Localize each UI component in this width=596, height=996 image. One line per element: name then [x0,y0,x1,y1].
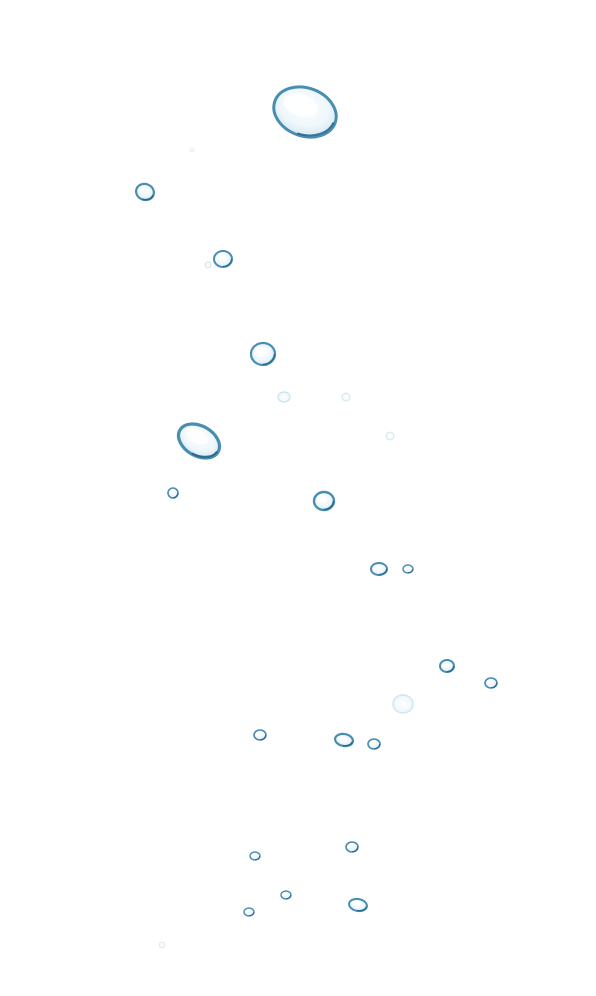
droplet-rim-shadow [259,734,267,741]
water-droplet [277,391,291,403]
droplet-body [277,391,291,403]
droplet-highlight [316,495,328,504]
droplet-rim-shadow [446,665,455,673]
droplet-rim-shadow [248,911,255,917]
droplet-highlight [216,253,227,261]
droplet-rim-shadow [407,568,414,574]
water-droplet [367,738,381,750]
droplet-highlight [369,740,377,746]
water-droplet [176,422,222,460]
water-droplet [341,392,351,402]
droplet-rim-shadow [378,568,388,576]
droplet-body [385,431,395,441]
droplet-body [341,392,351,402]
water-droplet [204,261,212,269]
droplet-rim-shadow [296,121,335,137]
droplet-body [189,147,195,153]
droplet-highlight [245,909,251,913]
droplet-highlight [486,679,494,685]
water-droplet [484,677,498,689]
droplet-body [158,941,166,949]
water-droplet [385,431,395,441]
droplet-highlight [254,346,268,357]
droplet-highlight [337,735,348,742]
droplet-highlight [347,843,355,849]
droplet-rim-shadow [490,682,498,689]
droplet-rim-shadow [222,258,233,268]
water-droplet [280,890,292,900]
droplet-body [392,694,414,714]
droplet-rim-shadow [342,741,354,747]
droplet-rim-shadow [351,846,359,853]
droplet-highlight [351,900,362,907]
water-droplet [333,732,355,748]
droplet-rim-shadow [285,894,292,900]
droplet-highlight [282,892,288,896]
droplet-highlight [139,186,149,194]
water-droplet [249,341,277,367]
droplet-highlight [255,731,263,737]
droplet-highlight [169,489,175,495]
water-droplet [402,564,414,574]
droplet-rim-shadow [142,194,154,201]
droplet-highlight [373,565,382,571]
droplet-rim-shadow [323,500,335,511]
water-droplet [348,897,368,913]
droplet-rim-shadow [191,450,219,458]
droplet-highlight [251,853,257,857]
water-droplet [272,85,338,139]
water-droplet [213,250,233,268]
droplet-highlight [441,662,450,668]
droplet-highlight [185,427,208,445]
droplet-rim-shadow [373,743,381,750]
droplet-highlight [404,566,410,570]
water-droplet [249,851,261,861]
water-droplet [253,729,267,741]
water-droplet [439,659,455,673]
droplet-rim-shadow [356,906,368,912]
water-droplet [345,841,359,853]
water-droplet [370,562,388,576]
water-droplet [189,147,195,153]
water-droplet [167,487,179,499]
water-droplet [243,907,255,917]
droplet-body [204,261,212,269]
droplet-highlight [283,93,318,118]
droplet-rim-shadow [254,855,261,861]
water-droplet [312,490,336,512]
water-droplet [392,694,414,714]
droplet-rim-shadow [262,353,276,366]
water-droplet [135,182,155,202]
water-droplet [158,941,166,949]
droplet-rim-shadow [172,492,179,499]
